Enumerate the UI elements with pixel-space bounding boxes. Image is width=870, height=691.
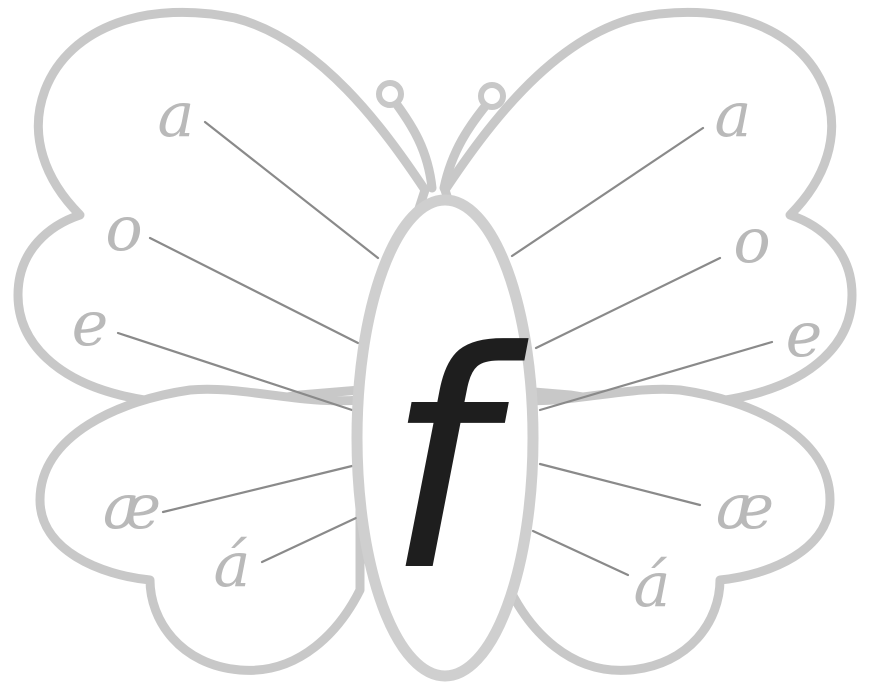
right-vowel-ae: æ — [716, 470, 774, 543]
left-vowel-a: a — [158, 78, 195, 151]
right-vowel-a: a — [715, 78, 752, 151]
right-lower-wing — [510, 389, 830, 670]
left-lower-wing — [40, 389, 360, 670]
right-vowel-aacute: á — [634, 548, 671, 621]
right-vowel-e: e — [786, 298, 823, 371]
antenna-right-tip — [481, 85, 503, 107]
left-vowel-o: o — [105, 192, 142, 265]
antenna-left-tip — [379, 83, 401, 105]
left-vowel-aacute: á — [214, 528, 251, 601]
left-vowel-e: e — [72, 287, 109, 360]
right-vowel-o: o — [733, 204, 770, 277]
left-vowel-ae: æ — [103, 470, 161, 543]
